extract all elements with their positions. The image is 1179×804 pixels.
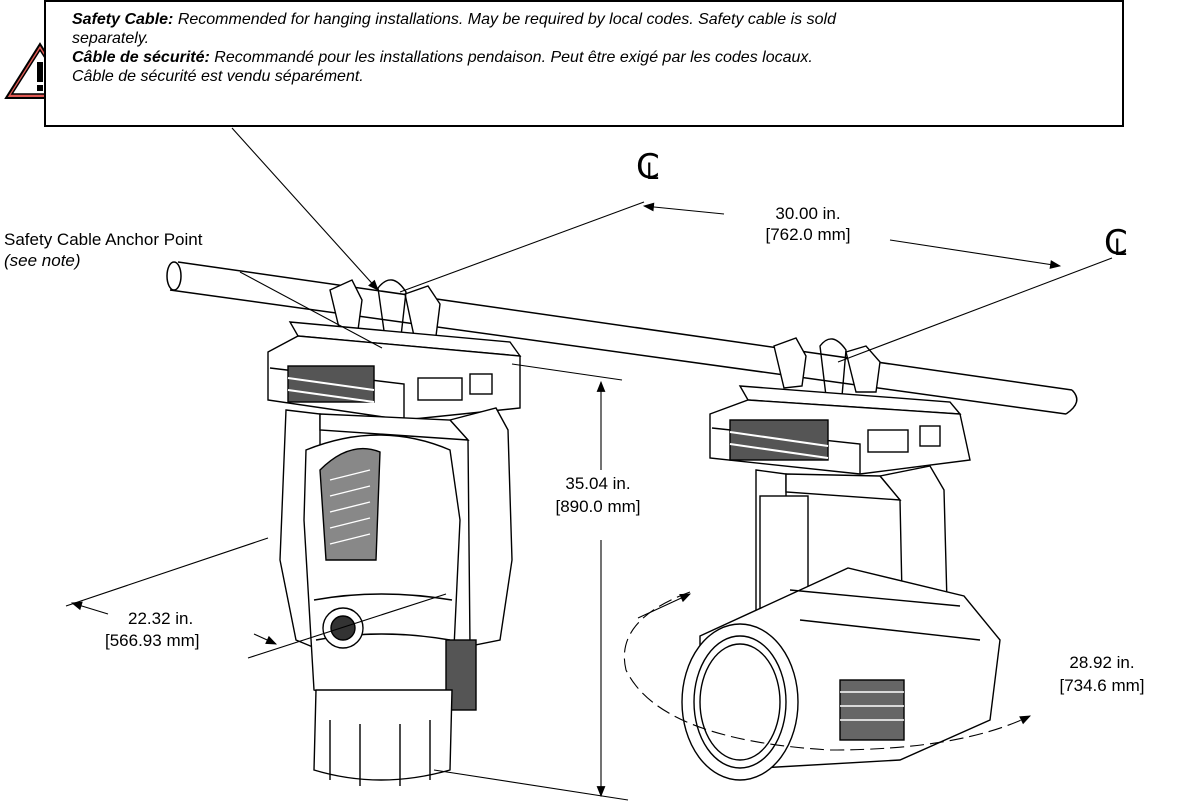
- anchor-point-label: Safety Cable Anchor Point: [4, 230, 203, 249]
- height-dimension-mm: [890.0 mm]: [555, 497, 641, 516]
- note-fr-text-1: Recommandé pour les installations pendai…: [209, 49, 813, 66]
- note-en-text-2: separately.: [72, 30, 150, 47]
- note-en-title: Safety Cable:: [72, 11, 174, 28]
- note-en-text-1: Recommended for hanging installations. M…: [173, 11, 836, 28]
- fixture-left: [267, 279, 522, 786]
- dimension-lines: [65, 127, 1113, 801]
- anchor-point-sublabel: (see note): [4, 251, 81, 270]
- safety-cable-note: [44, 0, 1124, 127]
- note-fr-title: Câble de sécurité:: [72, 49, 210, 66]
- note-fr-text-2: Câble de sécurité est vendu séparément.: [72, 68, 364, 85]
- truss-pipe: [166, 261, 1078, 415]
- spacing-dimension-in: 30.00 in.: [775, 204, 841, 223]
- spacing-dimension-mm: [762.0 mm]: [765, 225, 851, 244]
- depth-dimension-mm: [566.93 mm]: [105, 631, 200, 650]
- fixture-right: [681, 337, 1001, 781]
- swing-dimension-in: 28.92 in.: [1069, 653, 1135, 672]
- swing-dimension-mm: [734.6 mm]: [1059, 676, 1145, 695]
- note-line-en-1: Safety Cable: Recommended for hanging in…: [72, 10, 836, 29]
- depth-dimension-in: 22.32 in.: [128, 609, 194, 628]
- height-dimension-in: 35.04 in.: [565, 474, 631, 493]
- note-line-fr-1: Câble de sécurité: Recommandé pour les i…: [72, 48, 813, 67]
